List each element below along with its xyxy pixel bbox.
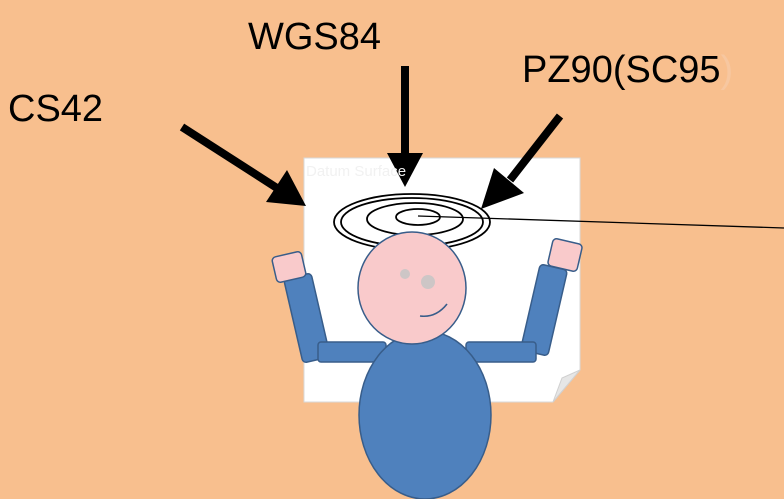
mouth — [419, 303, 448, 318]
right-hand — [547, 238, 583, 272]
left-hand — [271, 251, 307, 283]
right-shoulder — [465, 341, 537, 363]
arrows — [179, 66, 564, 209]
datum-surface-label: Datum Surface — [306, 163, 407, 180]
arrow-cs42 — [179, 123, 306, 206]
arrow-pz90 — [481, 113, 564, 209]
figure — [271, 231, 583, 499]
torso — [358, 330, 492, 499]
paper-fold — [552, 369, 581, 403]
pointer-line — [417, 215, 784, 229]
right-eye — [421, 275, 435, 289]
left-eye — [400, 269, 410, 279]
pz90-label: PZ90(SC95) — [522, 51, 733, 89]
wgs84-label: WGS84 — [248, 16, 382, 58]
cs42-label: CS42 — [8, 88, 104, 130]
pz90-label-main: PZ90(SC95 — [522, 49, 721, 91]
arrow-wgs84 — [387, 66, 423, 187]
head — [357, 231, 467, 345]
pz90-label-close: ) — [720, 49, 734, 91]
